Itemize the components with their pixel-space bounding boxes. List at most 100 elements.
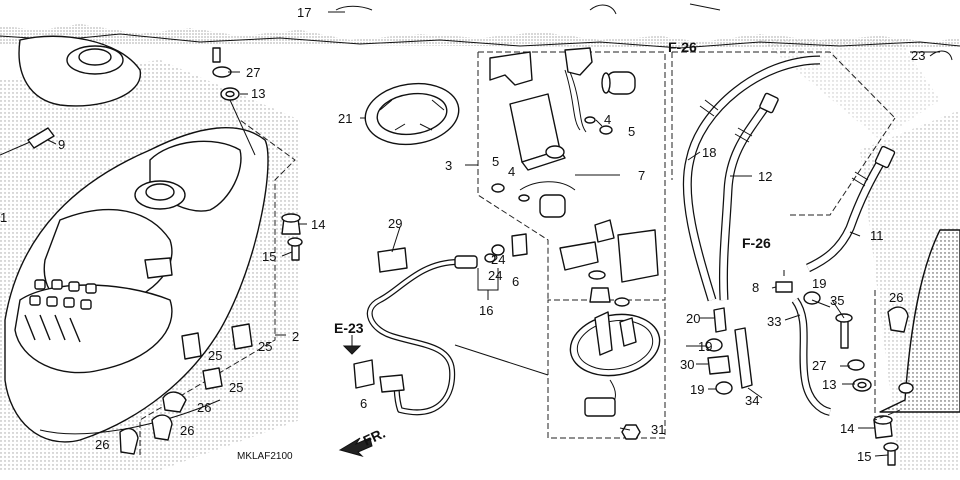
washer-13-left xyxy=(220,87,240,101)
gasket-21 xyxy=(364,82,460,146)
callout-17: 17 xyxy=(297,5,311,20)
pad-25-b xyxy=(231,323,253,350)
clip-26-a xyxy=(162,391,187,413)
assembly-box-3 xyxy=(477,51,666,439)
clip-26-c xyxy=(119,427,139,455)
callout-5a: 5 xyxy=(492,154,499,169)
callout-27b: 27 xyxy=(812,358,826,373)
tube-18 xyxy=(682,55,821,302)
callout-6b: 6 xyxy=(360,396,367,411)
tank-grid-holes xyxy=(24,279,97,343)
fuel-tank xyxy=(4,35,269,443)
callout-26b: 26 xyxy=(180,423,194,438)
connector-20 xyxy=(713,307,727,333)
callout-15b: 15 xyxy=(857,449,871,464)
joint-30 xyxy=(707,355,731,375)
grommet-14-right xyxy=(873,415,893,439)
callout-33: 33 xyxy=(767,314,781,329)
callout-30: 30 xyxy=(680,357,694,372)
assembly-box-2 xyxy=(139,119,296,455)
pump-base-plate xyxy=(569,311,661,377)
callout-34: 34 xyxy=(745,393,759,408)
leader-lines xyxy=(47,11,940,457)
callout-26c: 26 xyxy=(95,437,109,452)
callout-13a: 13 xyxy=(251,86,265,101)
pad-25-c xyxy=(202,367,223,390)
callout-21: 21 xyxy=(338,111,352,126)
washer-13-right xyxy=(852,378,872,392)
callout-11: 11 xyxy=(870,228,884,243)
bolt-15-right xyxy=(883,442,899,466)
nut-31 xyxy=(621,424,641,440)
bolt-27-left xyxy=(212,47,232,78)
e23-arrow xyxy=(342,345,362,355)
callout-24a: 24 xyxy=(488,268,502,283)
callout-8: 8 xyxy=(752,280,759,295)
callout-24b: 24 xyxy=(491,252,505,267)
pump-connector xyxy=(584,379,616,417)
callout-14a: 14 xyxy=(311,217,325,232)
pump-motor xyxy=(519,181,576,218)
ref-e23: E-23 xyxy=(334,320,364,336)
callout-9: 9 xyxy=(58,137,65,152)
bolt-35 xyxy=(835,313,853,349)
joint-8 xyxy=(775,270,793,293)
pad-25-a xyxy=(181,332,202,360)
callout-19a: 19 xyxy=(698,339,712,354)
callout-18: 18 xyxy=(702,145,716,160)
callout-13b: 13 xyxy=(822,377,836,392)
fr-arrow xyxy=(338,437,373,457)
callout-25a: 25 xyxy=(208,348,222,363)
grommet-14-left xyxy=(281,213,301,235)
tube-33 xyxy=(791,297,832,416)
callout-4b: 4 xyxy=(604,112,611,127)
callout-16: 16 xyxy=(479,303,493,318)
bolts-4-5 xyxy=(491,116,613,202)
callout-15a: 15 xyxy=(262,249,276,264)
callout-5b: 5 xyxy=(628,124,635,139)
callout-27a: 27 xyxy=(246,65,260,80)
callout-29: 29 xyxy=(388,216,402,231)
callout-1: 1 xyxy=(0,210,7,225)
washer-27-right xyxy=(847,359,865,371)
callout-6a: 6 xyxy=(512,274,519,289)
top-hose-17 xyxy=(335,5,373,11)
diagram-code: MKLAF2100 xyxy=(237,451,293,462)
fuel-filter-unit xyxy=(509,93,566,171)
bolt-15-left xyxy=(287,237,303,261)
joint-24 xyxy=(484,244,505,263)
connector-9 xyxy=(0,127,55,156)
callout-12: 12 xyxy=(758,169,772,184)
callout-23: 23 xyxy=(911,48,925,63)
clamp-29 xyxy=(377,247,408,273)
tube-34 xyxy=(734,327,753,389)
callout-25c: 25 xyxy=(229,380,243,395)
clamps-19 xyxy=(705,291,821,395)
assembly-box-right xyxy=(671,51,896,216)
regulator-parts xyxy=(559,219,659,307)
callout-35: 35 xyxy=(830,293,844,308)
callout-3: 3 xyxy=(445,158,452,173)
callout-4a: 4 xyxy=(508,164,515,179)
callout-19b: 19 xyxy=(690,382,704,397)
ref-f26-top: F-26 xyxy=(668,39,697,55)
clip-26-b xyxy=(151,414,173,441)
callout-31: 31 xyxy=(651,422,665,437)
callout-7: 7 xyxy=(638,168,645,183)
clip-26-right xyxy=(887,306,909,333)
fr-label: FR. xyxy=(361,425,388,449)
fuel-pump-bracket xyxy=(489,47,636,95)
tube-12 xyxy=(718,92,779,301)
callout-labels: 1 2 3 4 4 5 5 6 6 7 8 9 11 12 13 13 14 1… xyxy=(0,5,925,464)
callout-26d: 26 xyxy=(889,290,903,305)
wire-harness xyxy=(564,69,587,133)
callout-2: 2 xyxy=(292,329,299,344)
bracket-right-edge xyxy=(879,229,960,413)
callout-26a: 26 xyxy=(197,400,211,415)
tube-11 xyxy=(806,145,896,273)
clip-6-right xyxy=(511,233,528,257)
callout-25b: 25 xyxy=(258,339,272,354)
callout-14b: 14 xyxy=(840,421,854,436)
